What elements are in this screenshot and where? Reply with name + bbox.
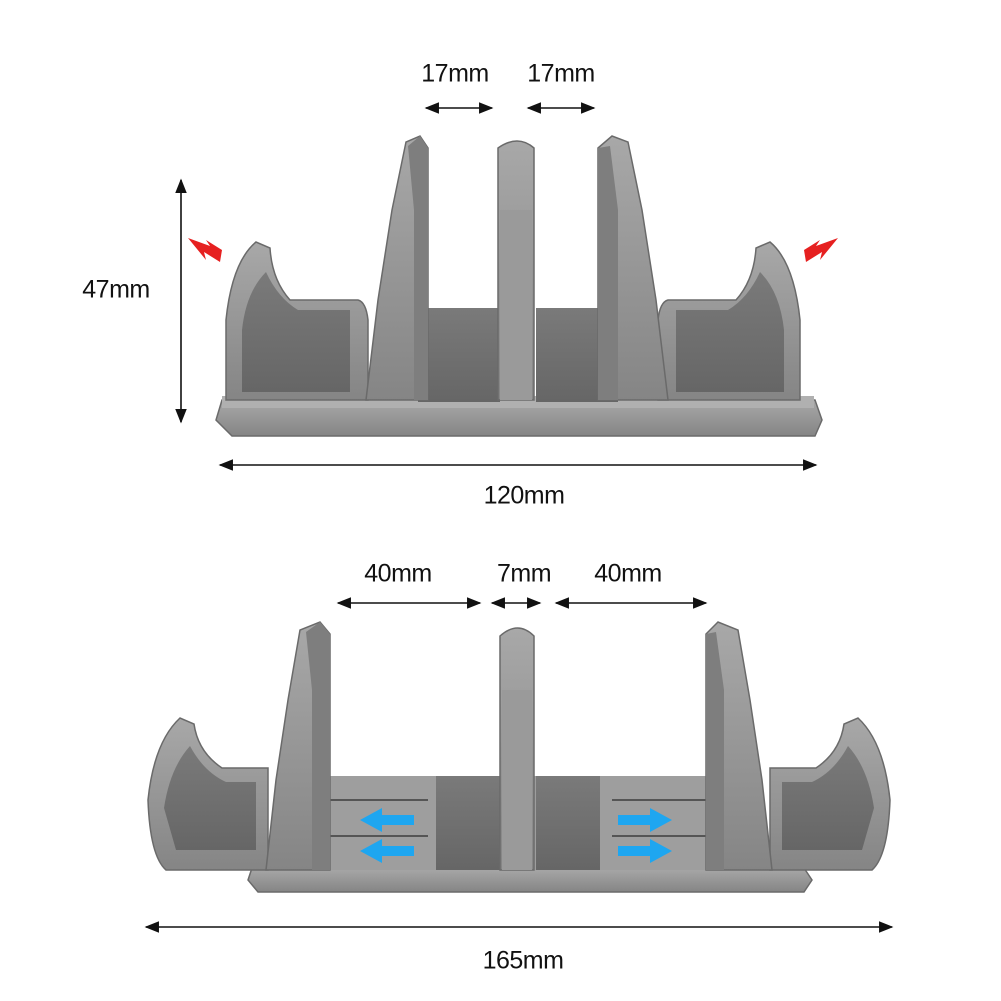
front-right-red-arrow-icon — [804, 238, 838, 262]
top-slot-left-label: 40mm — [364, 559, 432, 588]
front-left-slot-floor — [418, 308, 500, 402]
front-height-label: 47mm — [82, 275, 150, 304]
top-left-blue-arrows-icon — [360, 808, 414, 863]
top-slot-right-label: 40mm — [594, 559, 662, 588]
top-view-stand — [147, 621, 891, 893]
top-left-slot-floor — [436, 776, 500, 870]
front-base-plate — [215, 399, 823, 437]
top-right-cradle-inner — [782, 746, 874, 850]
top-divider-label: 7mm — [496, 559, 552, 588]
top-length-label: 165mm — [482, 946, 564, 975]
top-right-blue-arrows-icon — [618, 808, 672, 863]
top-right-slot-floor — [536, 776, 600, 870]
front-view-stand — [188, 135, 838, 437]
front-left-red-arrow-icon — [188, 238, 222, 262]
front-gap-right-label: 17mm — [527, 59, 595, 88]
front-left-cradle-inner — [242, 272, 350, 392]
front-width-label: 120mm — [483, 481, 565, 510]
front-right-cradle-inner — [676, 272, 784, 392]
top-base-plate — [247, 867, 813, 893]
front-gap-left-label: 17mm — [421, 59, 489, 88]
top-left-cradle-inner — [164, 746, 256, 850]
